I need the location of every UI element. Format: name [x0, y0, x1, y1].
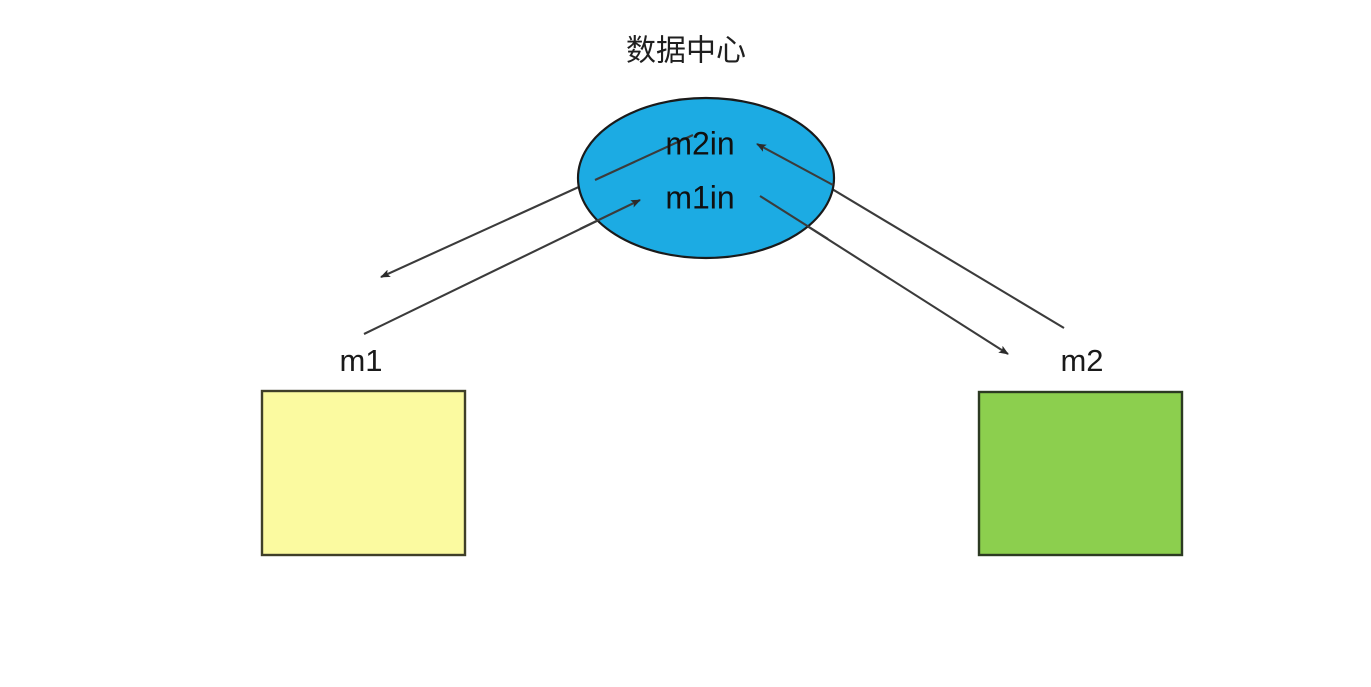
edge-m2-to-m2in-tip — [756, 143, 834, 186]
m1-label: m1 — [339, 343, 382, 378]
datacenter-title: 数据中心 — [626, 34, 746, 69]
m1-rectangle[interactable] — [260, 389, 467, 557]
edge-m1-to-m1in-tip — [579, 199, 641, 230]
datacenter-inner-label-m2in: m2in — [665, 125, 734, 161]
node-datacenter[interactable] — [576, 96, 836, 260]
datacenter-ellipse[interactable] — [576, 96, 836, 260]
node-m1[interactable] — [260, 389, 467, 557]
node-m2[interactable] — [977, 390, 1184, 557]
edge-datacenter-to-m1-stub — [594, 134, 694, 181]
m2-label: m2 — [1060, 343, 1103, 378]
edge-arrowheads-overlay — [579, 134, 834, 240]
edge-datacenter-to-m2-stub — [759, 195, 829, 240]
datacenter-inner-label-m1in: m1in — [665, 179, 734, 215]
m2-rectangle[interactable] — [977, 390, 1184, 557]
